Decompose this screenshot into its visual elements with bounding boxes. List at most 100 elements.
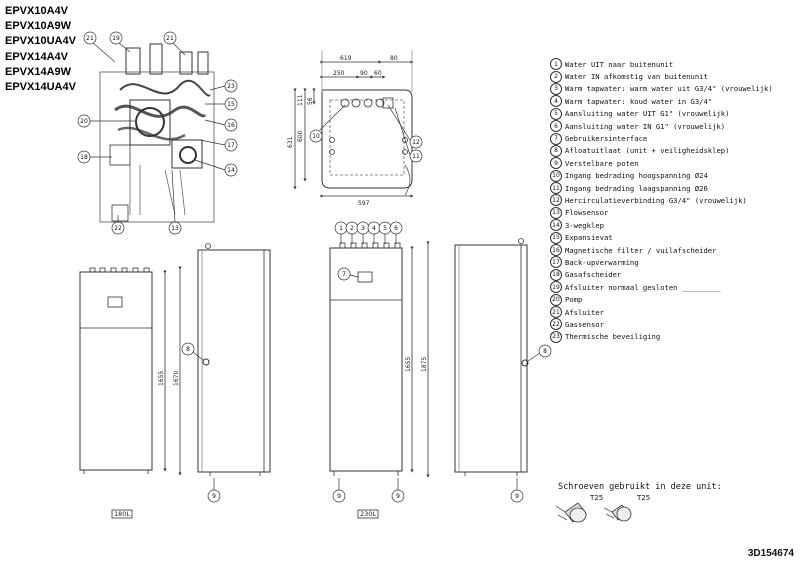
dim-1655-b: 1655 — [405, 357, 412, 372]
svg-text:21: 21 — [86, 35, 94, 42]
legend-text: Afsluiter normaal gesloten _________ — [565, 282, 721, 292]
callout-bubble: 21 — [163, 31, 186, 56]
svg-text:10: 10 — [312, 133, 320, 140]
svg-text:2: 2 — [350, 225, 354, 232]
callout-bubble: 10 — [309, 104, 346, 143]
legend-number: 9 — [550, 157, 562, 170]
legend-number: 18 — [550, 268, 562, 281]
legend-number: 3 — [550, 82, 562, 95]
legend-text: Back-upverwarming — [565, 257, 639, 267]
model-name: EPVX10A4V — [5, 5, 68, 17]
legend-text: Ingang bedrading laagspanning Ø26 — [565, 183, 708, 193]
svg-text:22: 22 — [114, 225, 122, 232]
svg-text:6: 6 — [394, 225, 398, 232]
legend-number: 10 — [550, 169, 562, 182]
legend-number: 5 — [550, 107, 562, 120]
dim-80: 80 — [390, 55, 398, 62]
svg-text:23: 23 — [227, 83, 235, 90]
dim-1655-a: 1655 — [158, 371, 165, 386]
legend-number: 2 — [550, 70, 562, 83]
legend-number: 13 — [550, 206, 562, 219]
callout-bubble: 14 — [194, 159, 238, 177]
legend-text: Expansievat — [565, 233, 613, 243]
svg-text:9: 9 — [337, 493, 341, 500]
legend-number: 22 — [550, 318, 562, 331]
legend-text: Pomp — [565, 295, 583, 305]
dim-597: 597 — [358, 200, 370, 207]
callout-bubble: 8 — [527, 344, 552, 362]
screws-title: Schroeven gebruikt in deze unit: — [558, 482, 722, 492]
svg-text:5: 5 — [383, 225, 387, 232]
callout-bubble: 13 — [168, 169, 182, 235]
callout-bubble: 15 — [205, 97, 238, 111]
callout-bubble: 7 — [337, 267, 359, 281]
legend-number: 4 — [550, 95, 562, 108]
top-view — [293, 50, 414, 198]
model-name: EPVX10A9W — [5, 20, 72, 33]
callout-bubble: 23 — [209, 79, 238, 93]
front-view-180l — [79, 266, 182, 519]
callout-bubble: 21 — [83, 31, 116, 63]
dim-1670: 1670 — [173, 371, 180, 386]
screw-label-2: T25 — [637, 494, 651, 502]
legend-number: 15 — [550, 231, 562, 244]
callout-bubble: 22 — [111, 215, 125, 235]
legend-text: Hercirculatieverbinding G3/4" (vrouwelij… — [565, 195, 747, 205]
side-view-180l — [197, 243, 271, 476]
svg-text:17: 17 — [227, 142, 235, 149]
svg-text:18: 18 — [80, 154, 88, 161]
model-list: EPVX10A4V EPVX10A9W EPVX10UA4V EPVX14A4V… — [5, 4, 125, 95]
legend-number: 11 — [550, 182, 562, 195]
legend-number: 19 — [550, 281, 562, 294]
svg-text:8: 8 — [186, 346, 190, 353]
callout-bubble: 12 — [387, 104, 423, 149]
legend-text: Water IN afkomstig van buitenunit — [565, 72, 708, 82]
legend-text: Gasafscheider — [565, 270, 622, 280]
svg-text:9: 9 — [515, 493, 519, 500]
svg-text:3: 3 — [361, 225, 365, 232]
side-view-230l — [454, 238, 529, 476]
dim-111: 111 — [297, 94, 304, 106]
svg-text:9: 9 — [396, 493, 400, 500]
legend-text: Afsluiter — [565, 307, 604, 317]
callout-bubble: 17 — [199, 138, 238, 152]
legend-text: Gassensor — [565, 319, 604, 329]
callout-bubble: 1 — [334, 221, 348, 244]
callout-bubble: 9 — [510, 478, 524, 503]
callout-bubble: 9 — [391, 478, 405, 503]
legend-text: Afloatuitlaat (unit + veiligheidsklep) — [565, 146, 730, 156]
dim-60: 60 — [374, 70, 382, 77]
legend-number: 7 — [550, 132, 562, 145]
svg-text:21: 21 — [166, 35, 174, 42]
legend-text: Aansluiting water UIT G1" (vrouwelijk) — [565, 109, 730, 119]
callout-bubble: 18 — [77, 150, 112, 164]
svg-text:12: 12 — [412, 139, 420, 146]
dim-619: 619 — [340, 55, 352, 62]
legend-number: 1 — [550, 58, 562, 71]
legend-number: 23 — [550, 330, 562, 343]
screw-icon — [555, 502, 587, 523]
dim-90: 90 — [360, 70, 368, 77]
svg-text:1: 1 — [339, 225, 343, 232]
dim-56: 56 — [307, 97, 314, 105]
callout-bubble: 9 — [332, 478, 346, 503]
legend-number: 8 — [550, 144, 562, 157]
svg-text:16: 16 — [227, 122, 235, 129]
callout-bubble: 11 — [394, 107, 423, 163]
